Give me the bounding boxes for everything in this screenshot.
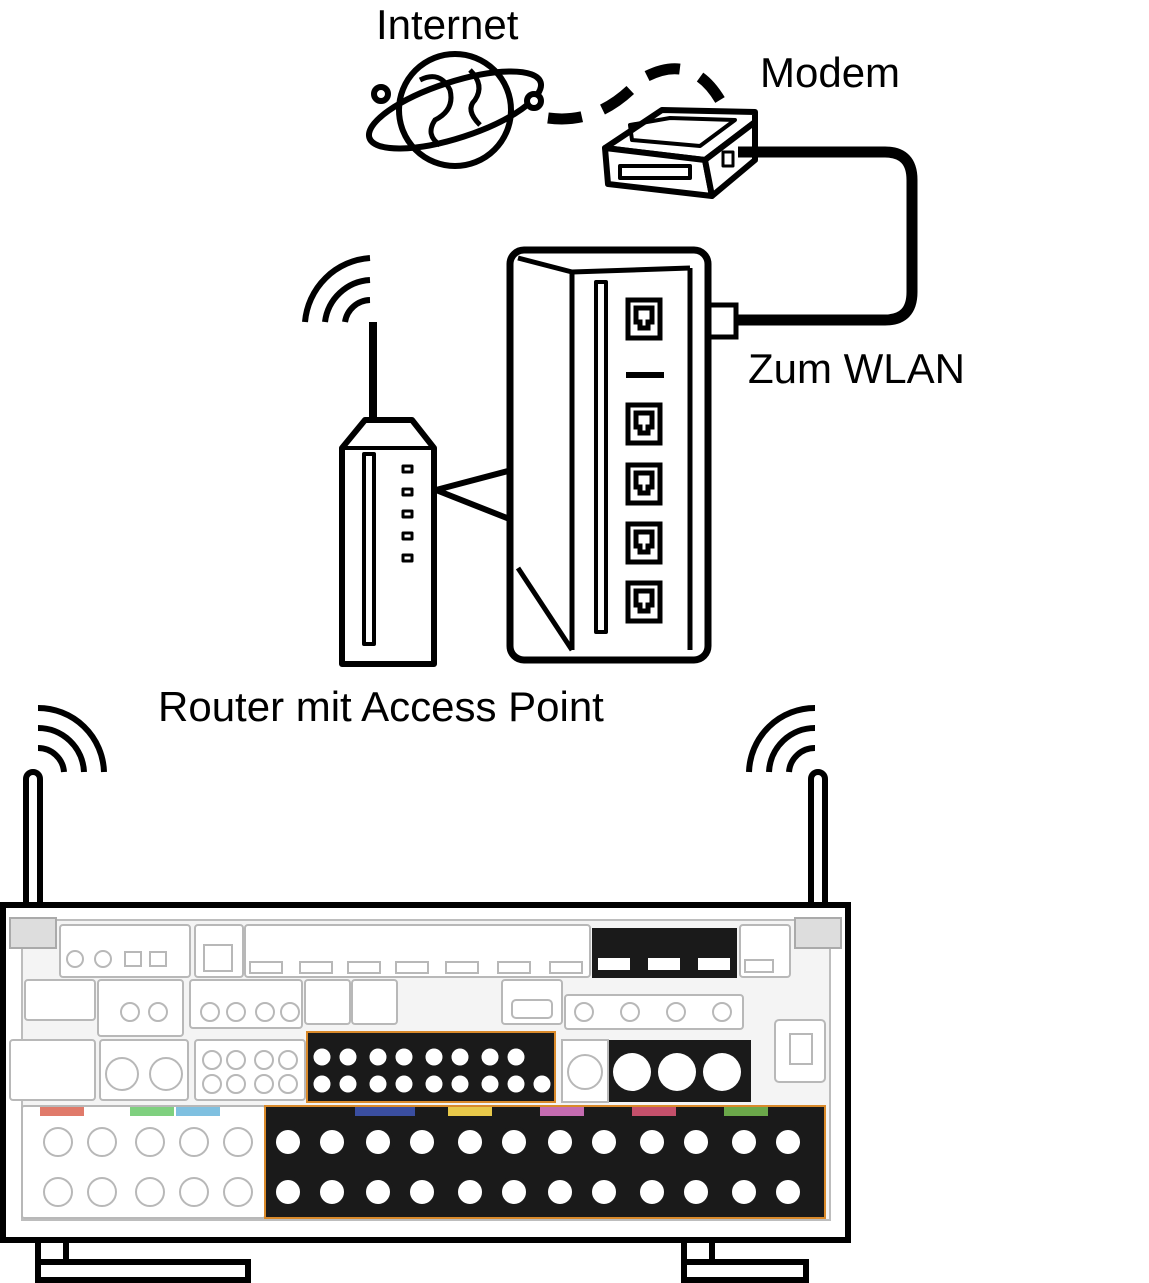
receiver-right-antenna: [808, 769, 828, 921]
front-color-tag: [40, 1107, 84, 1116]
speaker-terminals-dark: [264, 1105, 826, 1219]
modem-label: Modem: [760, 49, 901, 96]
router-lan-ports: [625, 297, 663, 624]
modem-router-cable: [730, 146, 918, 326]
wan-port-icon: [625, 297, 663, 341]
router-rear-enlarged: [506, 246, 712, 664]
receiver-wifi-right-icon: [746, 705, 816, 773]
wlan-label: Zum WLAN: [748, 345, 966, 392]
receiver-top-connectors: [59, 924, 791, 978]
antenna-base-left: [9, 917, 57, 949]
pre-out-block: [306, 1031, 556, 1103]
surround-color-tag: [176, 1107, 220, 1116]
router-callout: [433, 467, 515, 523]
lan-port-icon: [625, 462, 663, 506]
center-color-tag: [130, 1107, 174, 1116]
lan-port-icon: [625, 402, 663, 446]
hdmi-out-block: [592, 928, 737, 978]
internet-label: Internet: [376, 1, 519, 48]
receiver-middle-connectors: [9, 979, 826, 1101]
router-wifi-icon: [302, 255, 371, 323]
internet-link-dashed: [547, 63, 725, 125]
xlr-pre-out-block: [561, 1039, 751, 1103]
antenna-base-right: [794, 917, 842, 949]
lan-port-icon: [625, 580, 663, 624]
router-label: Router mit Access Point: [158, 683, 604, 730]
router-icon: [339, 322, 437, 667]
modem-icon: [602, 107, 758, 199]
receiver-left-antenna: [23, 769, 43, 921]
speaker-terminals-light: [21, 1105, 266, 1219]
receiver-wifi-left-icon: [37, 705, 107, 773]
lan-port-icon: [625, 521, 663, 565]
internet-globe-icon: [365, 51, 545, 169]
